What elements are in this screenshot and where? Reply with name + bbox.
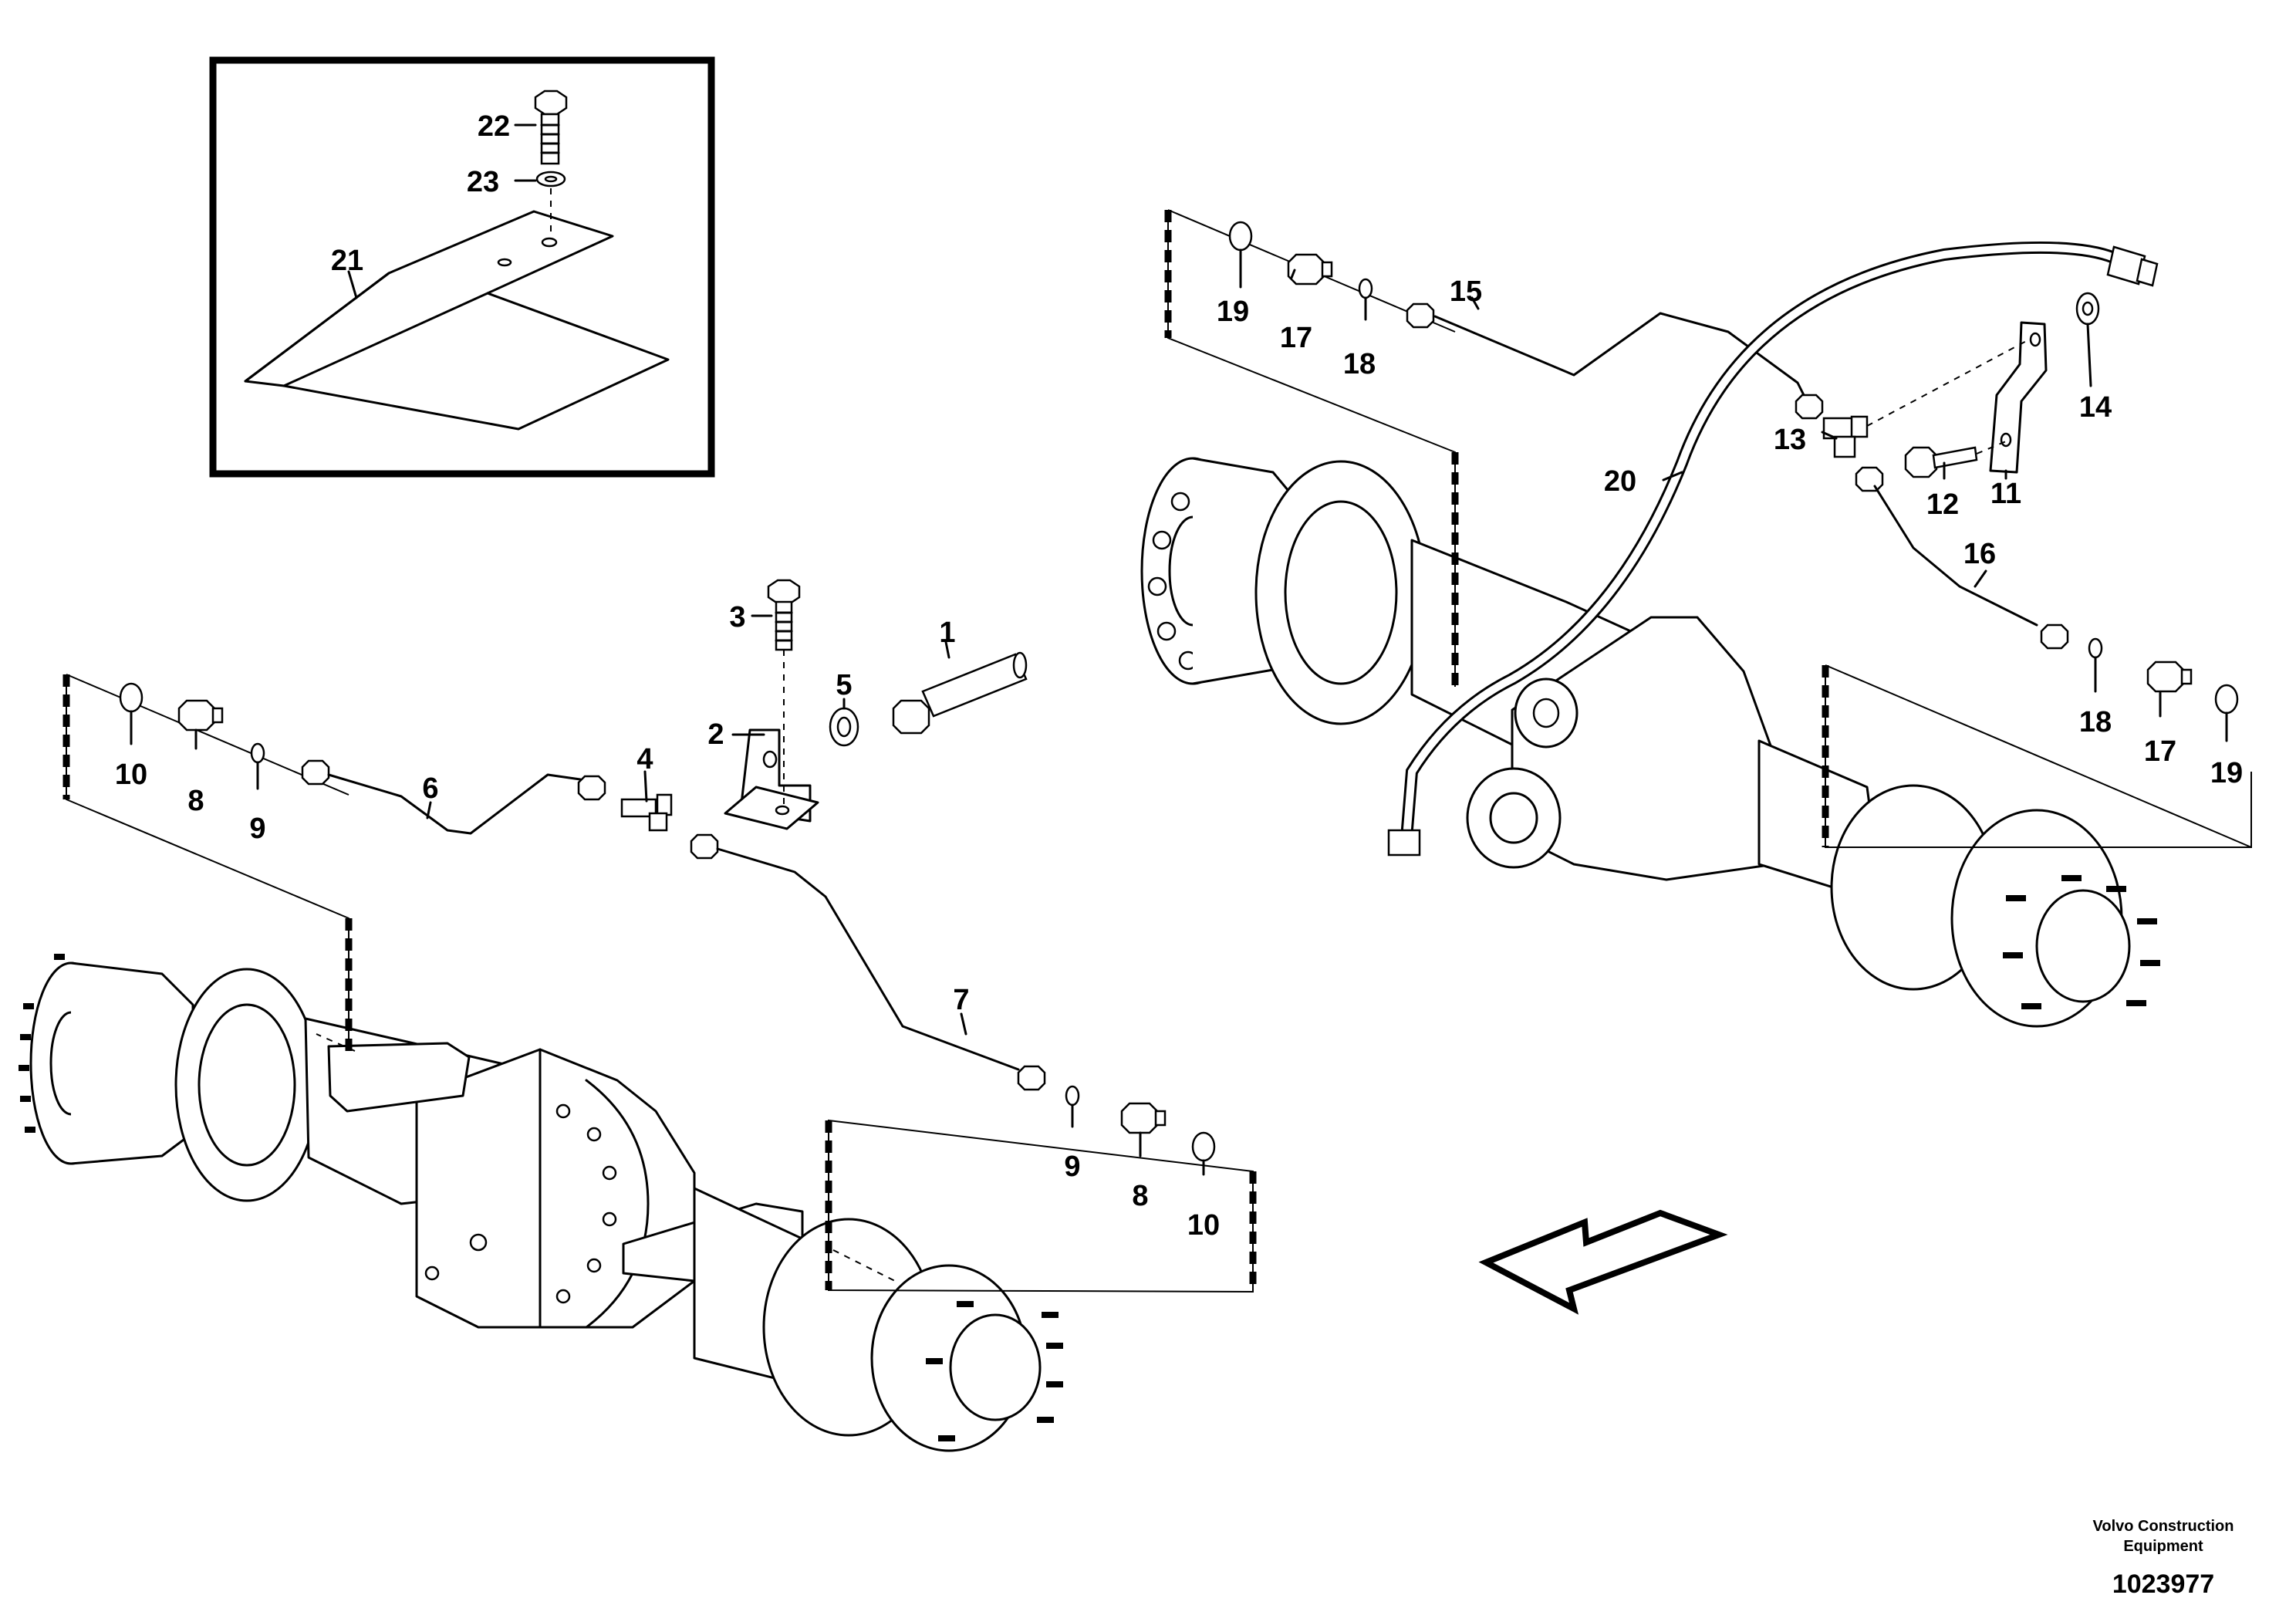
inset-detail-box xyxy=(209,56,715,478)
rear-tee-fitting xyxy=(1822,415,1869,458)
rear-axle xyxy=(1140,457,2160,1028)
front-nipple-left xyxy=(177,699,224,732)
callout-23: 23 xyxy=(467,166,499,198)
drawing-credit: Volvo Construction Equipment 1023977 xyxy=(2093,1518,2234,1599)
forward-direction-arrow xyxy=(1478,1209,1728,1315)
callout-8-front-left: 8 xyxy=(187,785,204,817)
front-axle-right-hub-studs xyxy=(926,1301,1063,1441)
callout-5: 5 xyxy=(836,669,852,701)
callout-18-rear-left: 18 xyxy=(1343,348,1376,380)
flange-bolt xyxy=(534,90,568,165)
rear-brake-lines xyxy=(1228,221,2239,857)
callout-14: 14 xyxy=(2079,391,2112,424)
washer xyxy=(535,171,566,188)
front-axle xyxy=(19,954,1063,1452)
callouts: 1 2 3 4 5 6 7 8 8 9 9 10 10 11 12 13 14 … xyxy=(115,110,2243,1242)
front-brake-lines xyxy=(119,682,1216,1162)
rear-nipple-right xyxy=(2146,661,2193,693)
callout-9-front-right: 9 xyxy=(1064,1151,1080,1183)
bracket-assembly xyxy=(724,579,1028,830)
callout-17-rear-right: 17 xyxy=(2144,735,2176,768)
callout-22: 22 xyxy=(478,110,510,143)
callout-18-rear-right: 18 xyxy=(2079,706,2112,738)
rear-axle-right-hub-studs xyxy=(2003,875,2160,1009)
callout-10-front-left: 10 xyxy=(115,759,147,791)
credit-company-line2: Equipment xyxy=(2123,1538,2203,1555)
callout-19-rear-right: 19 xyxy=(2210,757,2243,789)
callout-13: 13 xyxy=(1774,424,1806,456)
callout-4: 4 xyxy=(636,743,653,776)
callout-10-front-right: 10 xyxy=(1187,1209,1220,1242)
callout-15: 15 xyxy=(1450,275,1482,308)
callout-20: 20 xyxy=(1604,465,1636,498)
callout-6: 6 xyxy=(422,772,438,805)
front-nipple-right xyxy=(1120,1102,1167,1134)
callout-1: 1 xyxy=(939,617,955,649)
callout-21: 21 xyxy=(331,245,363,277)
front-axle-diff-bolts xyxy=(424,1103,617,1304)
callout-19-rear-left: 19 xyxy=(1217,296,1249,328)
callout-16: 16 xyxy=(1963,538,1996,570)
callout-3: 3 xyxy=(729,601,745,634)
callout-8-front-right: 8 xyxy=(1132,1180,1148,1212)
callout-11: 11 xyxy=(1990,478,2021,510)
front-tee-fitting xyxy=(620,793,673,832)
callout-9-front-left: 9 xyxy=(249,813,265,845)
guard-plate xyxy=(244,210,670,431)
callout-2: 2 xyxy=(707,718,724,751)
drawing-number: 1023977 xyxy=(2112,1570,2214,1599)
credit-company-line1: Volvo Construction xyxy=(2093,1518,2234,1535)
front-axle-left-hub-studs xyxy=(19,954,65,1133)
callout-7: 7 xyxy=(953,984,969,1016)
callout-12: 12 xyxy=(1926,488,1959,521)
leader-lines xyxy=(130,248,2228,1176)
callout-17-rear-left: 17 xyxy=(1280,322,1312,354)
